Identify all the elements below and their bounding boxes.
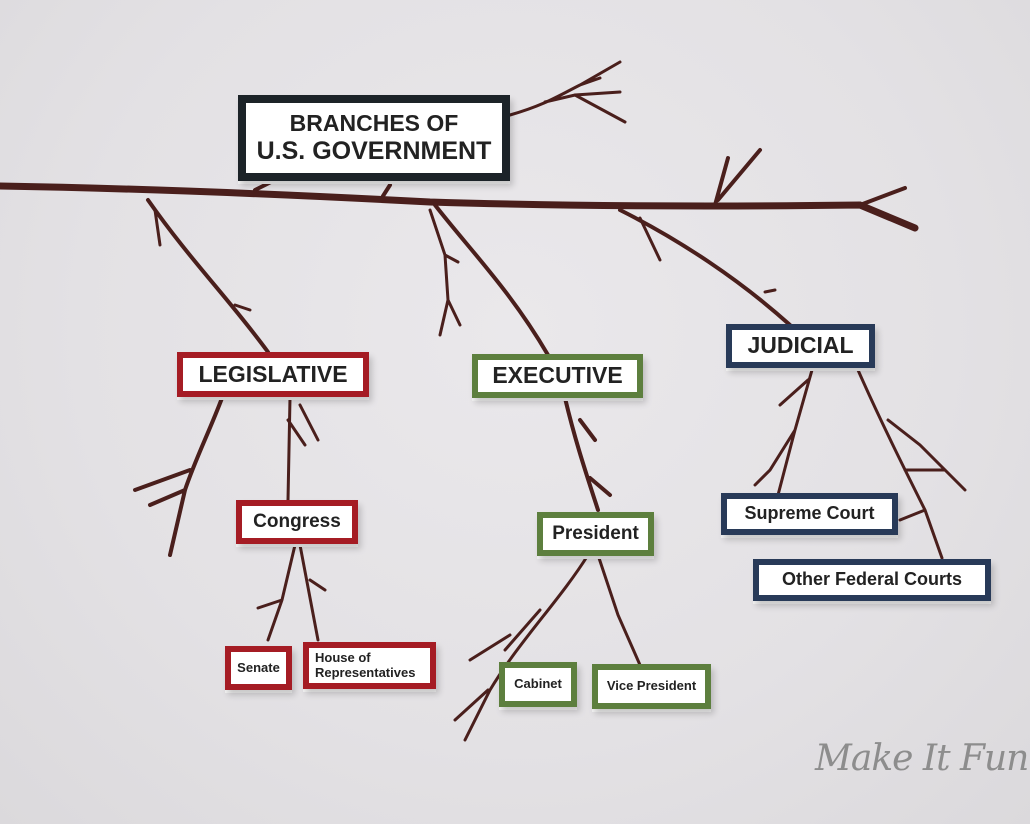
president-label: President (552, 522, 639, 544)
president-card: President (537, 512, 654, 556)
senate-label: Senate (237, 659, 280, 675)
title-line-2: U.S. GOVERNMENT (256, 136, 492, 165)
other-federal-courts-label: Other Federal Courts (781, 569, 963, 590)
watermark-logo: Make It Fun (815, 738, 1029, 779)
executive-card: EXECUTIVE (472, 354, 643, 398)
legislative-label: LEGISLATIVE (198, 360, 348, 387)
house-label-line-2: Representatives (315, 664, 416, 680)
judicial-label: JUDICIAL (747, 332, 854, 359)
congress-label: Congress (253, 510, 341, 532)
vice-president-label: Vice President (606, 678, 697, 694)
supreme-court-label: Supreme Court (744, 503, 875, 524)
judicial-card: JUDICIAL (726, 324, 875, 368)
house-card: House of Representatives (303, 642, 436, 689)
executive-label: EXECUTIVE (492, 362, 623, 389)
senate-card: Senate (225, 646, 292, 690)
other-federal-courts-card: Other Federal Courts (753, 559, 991, 601)
title-line-1: BRANCHES OF (289, 109, 459, 136)
title-card: BRANCHES OF U.S. GOVERNMENT (238, 95, 510, 181)
house-label-line-1: House of (315, 650, 371, 666)
legislative-card: LEGISLATIVE (177, 352, 369, 397)
congress-card: Congress (236, 500, 358, 544)
cabinet-label: Cabinet (514, 676, 562, 692)
supreme-court-card: Supreme Court (721, 493, 898, 535)
cabinet-card: Cabinet (499, 662, 577, 707)
vice-president-card: Vice President (592, 664, 711, 709)
